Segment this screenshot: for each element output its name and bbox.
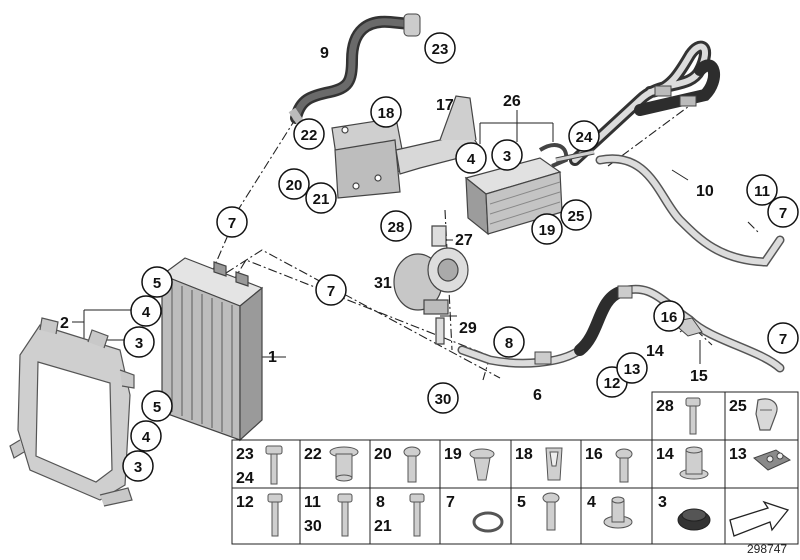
screw-icon <box>615 448 633 483</box>
hose-9 <box>288 13 421 125</box>
label-26: 26 <box>503 93 521 110</box>
label-17: 17 <box>436 97 454 114</box>
direction-arrow-icon <box>729 500 790 537</box>
oil-cooler-block-26 <box>464 143 595 236</box>
grommet-icon <box>329 446 359 482</box>
push-rivet-icon <box>469 448 495 481</box>
screw-icon <box>403 446 421 483</box>
sleeve-icon <box>679 446 709 480</box>
bushing-icon <box>603 496 633 529</box>
parts-grid: 28 25 23 24 22 20 19 18 16 14 13 12 11 3… <box>231 391 799 545</box>
plain-labels: 1 2 6 9 10 14 15 17 26 27 29 31 <box>60 45 714 404</box>
callout-19: 19 <box>539 222 556 239</box>
bracket-assembly-17 <box>331 95 483 199</box>
reference-lines <box>211 97 759 381</box>
callout-12: 12 <box>604 375 621 392</box>
grid-label-24: 24 <box>236 470 254 487</box>
callout-13: 13 <box>624 361 641 378</box>
callout-22: 22 <box>301 127 318 144</box>
callout-30: 30 <box>435 391 452 408</box>
lower-pipe-6 <box>457 284 785 373</box>
clip-icon <box>755 398 778 431</box>
callout-25: 25 <box>568 208 585 225</box>
electric-pump-31 <box>393 225 469 345</box>
grid-label-14: 14 <box>656 446 674 463</box>
grid-label-21: 21 <box>374 518 392 535</box>
bolt-icon <box>685 397 701 435</box>
bolt-icon <box>267 493 283 537</box>
callout-3: 3 <box>134 459 142 476</box>
oil-cooler-radiator <box>160 257 264 442</box>
callout-4: 4 <box>467 151 476 168</box>
rubber-mount-icon <box>677 508 711 531</box>
o-ring-icon <box>472 511 504 533</box>
parts-grid-lines <box>231 391 799 545</box>
grid-label-18: 18 <box>515 446 533 463</box>
callout-7: 7 <box>228 215 236 232</box>
callout-28: 28 <box>388 219 405 236</box>
grid-label-28: 28 <box>656 398 674 415</box>
label-14: 14 <box>646 343 664 360</box>
label-2: 2 <box>60 315 69 332</box>
pipe-clip-icon <box>753 449 791 471</box>
callout-23: 23 <box>432 41 449 58</box>
label-6: 6 <box>533 387 542 404</box>
grid-label-7: 7 <box>446 494 455 511</box>
label-29: 29 <box>459 320 477 337</box>
bolt-icon <box>337 493 353 537</box>
grid-label-30: 30 <box>304 518 322 535</box>
grid-label-13: 13 <box>729 446 747 463</box>
grid-label-5: 5 <box>517 494 526 511</box>
label-9: 9 <box>320 45 329 62</box>
callout-21: 21 <box>313 191 330 208</box>
spreader-nut-icon <box>545 447 563 481</box>
grid-label-3: 3 <box>658 494 667 511</box>
callout-18: 18 <box>378 105 395 122</box>
bolt-icon <box>265 445 283 485</box>
callout-4: 4 <box>142 304 151 321</box>
callout-5: 5 <box>153 399 161 416</box>
circled-labels <box>122 32 799 482</box>
label-31: 31 <box>374 275 392 292</box>
callout-7: 7 <box>779 331 787 348</box>
callout-8: 8 <box>505 335 513 352</box>
callout-3: 3 <box>135 335 143 352</box>
grid-label-11: 11 <box>304 494 321 511</box>
callout-7: 7 <box>779 205 787 222</box>
callout-24: 24 <box>576 129 593 146</box>
grid-label-4: 4 <box>587 494 596 511</box>
callout-3: 3 <box>503 148 511 165</box>
grid-label-12: 12 <box>236 494 254 511</box>
callout-20: 20 <box>286 177 303 194</box>
label-15: 15 <box>690 368 708 385</box>
callout-4: 4 <box>142 429 151 446</box>
grid-label-23: 23 <box>236 446 254 463</box>
callout-5: 5 <box>153 275 161 292</box>
bolt-icon <box>409 493 425 537</box>
callout-11: 11 <box>754 183 770 200</box>
grid-label-25: 25 <box>729 398 747 415</box>
grid-label-16: 16 <box>585 446 603 463</box>
callout-7: 7 <box>327 283 335 300</box>
grid-label-8: 8 <box>376 494 385 511</box>
grid-label-22: 22 <box>304 446 322 463</box>
document-number: 298747 <box>747 542 787 556</box>
label-1: 1 <box>268 349 277 366</box>
grid-label-20: 20 <box>374 446 392 463</box>
grid-label-19: 19 <box>444 446 462 463</box>
callout-16: 16 <box>661 309 678 326</box>
label-10: 10 <box>696 183 714 200</box>
label-27: 27 <box>455 232 473 249</box>
circled-label-numbers: 5 4 3 5 4 3 7 7 7 7 8 11 12 13 16 18 19 … <box>134 41 787 476</box>
screw-icon <box>542 492 560 531</box>
hose-10 <box>569 40 785 267</box>
radiator-frame <box>9 317 135 507</box>
